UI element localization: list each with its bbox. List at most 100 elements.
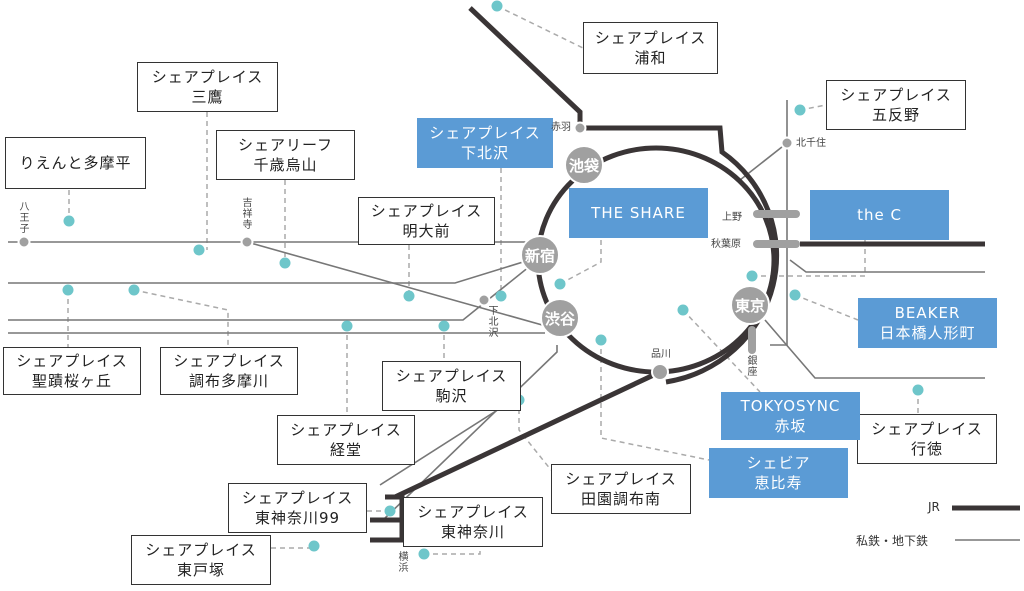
property-label: シェアプレイス — [594, 29, 707, 47]
property-label: 明大前 — [402, 222, 451, 240]
property-dot[interactable] — [912, 384, 924, 396]
property-label: 下北沢 — [460, 144, 509, 162]
station-label: 上野 — [722, 212, 742, 223]
property-dot[interactable] — [491, 0, 503, 12]
property-label: 三鷹 — [191, 88, 224, 106]
property-box[interactable]: シェアプレイス東神奈川99 — [228, 483, 367, 533]
property-label: シェアリーフ — [237, 136, 334, 154]
property-box[interactable]: シェアプレイス駒沢 — [382, 361, 521, 411]
station-marker[interactable] — [477, 293, 491, 307]
station-marker[interactable] — [240, 235, 254, 249]
transfer-bars — [748, 210, 800, 354]
station-label: 北千住 — [796, 138, 826, 149]
property-label: 行徳 — [910, 440, 943, 458]
property-dot[interactable] — [308, 540, 320, 552]
property-box[interactable]: シェアプレイス下北沢 — [417, 118, 553, 168]
property-label: 恵比寿 — [754, 474, 803, 492]
property-box[interactable]: シェアプレイス浦和 — [583, 22, 718, 74]
property-label: シェアプレイス — [145, 541, 257, 559]
leader-lines — [67, 5, 919, 555]
property-box[interactable]: シェアプレイス東神奈川 — [403, 497, 543, 547]
property-label: シェアプレイス — [151, 68, 264, 86]
property-label: 千歳烏山 — [253, 156, 318, 174]
major-station-marker[interactable] — [730, 285, 770, 325]
property-label: 経堂 — [329, 441, 362, 459]
property-label: 赤坂 — [774, 417, 807, 435]
property-box[interactable]: シェアプレイス五反野 — [826, 80, 966, 130]
station-marker[interactable] — [17, 235, 31, 249]
station-marker[interactable] — [651, 363, 669, 381]
property-box[interactable]: シェアプレイス田園調布南 — [551, 464, 691, 514]
property-dot[interactable] — [279, 257, 291, 269]
property-label: シェアプレイス — [241, 489, 354, 507]
station-marker[interactable] — [573, 121, 587, 135]
property-label: シェアプレイス — [16, 352, 128, 370]
property-label: シェアプレイス — [871, 420, 983, 438]
property-dots — [62, 0, 924, 560]
station-label: 下北沢 — [488, 306, 499, 339]
station-label: 横浜 — [398, 552, 409, 574]
property-dot[interactable] — [438, 320, 450, 332]
property-dot[interactable] — [193, 244, 205, 256]
property-box[interactable]: THE SHARE — [569, 188, 708, 238]
property-box[interactable]: シェアプレイス行徳 — [857, 414, 997, 464]
legend-jr: JR — [928, 500, 940, 514]
property-label: the C — [857, 206, 902, 224]
property-label: 東神奈川 — [440, 523, 505, 541]
major-station-label: 東京 — [734, 297, 765, 315]
property-dot[interactable] — [595, 334, 607, 346]
property-box[interactable]: TOKYOSYNC 赤坂 — [721, 392, 860, 440]
station-marker[interactable] — [780, 136, 794, 150]
station-label: 吉祥寺 — [242, 198, 253, 231]
property-dot[interactable] — [384, 505, 396, 517]
property-dot[interactable] — [341, 320, 353, 332]
property-label: 駒沢 — [435, 387, 468, 405]
property-box[interactable]: シェアリーフ千歳烏山 — [216, 130, 355, 180]
property-label: シェアプレイス — [417, 503, 529, 521]
major-station-marker[interactable] — [520, 235, 560, 275]
major-station-label: 新宿 — [524, 247, 555, 265]
legend-private: 私鉄・地下鉄 — [856, 534, 929, 548]
property-label: 日本橋人形町 — [879, 324, 976, 342]
property-box[interactable]: シェアプレイス東戸塚 — [131, 535, 271, 585]
property-label: シェアプレイス — [565, 470, 677, 488]
major-station-marker[interactable] — [540, 298, 580, 338]
property-dot[interactable] — [794, 104, 806, 116]
property-dot[interactable] — [677, 304, 689, 316]
station-label: 八王子 — [19, 202, 30, 235]
property-label: シェアプレイス — [395, 367, 508, 385]
property-box[interactable]: シェアプレイス調布多摩川 — [160, 347, 298, 395]
major-station-marker[interactable] — [564, 145, 604, 185]
property-dot[interactable] — [63, 215, 75, 227]
property-dot[interactable] — [403, 290, 415, 302]
property-box[interactable]: シェアプレイス明大前 — [358, 197, 495, 245]
property-box[interactable]: BEAKER 日本橋人形町 — [858, 298, 997, 348]
property-label: シェアプレイス — [840, 86, 952, 104]
property-label: 五反野 — [871, 106, 920, 124]
station-label: 品川 — [651, 349, 671, 360]
station-label: 秋葉原 — [711, 239, 741, 250]
property-label: BEAKER — [894, 304, 961, 322]
property-label: 田園調布南 — [580, 490, 661, 508]
property-box[interactable]: りえんと多摩平 — [5, 137, 146, 189]
property-box[interactable]: シェアプレイス三鷹 — [137, 62, 278, 112]
property-dot[interactable] — [418, 548, 430, 560]
property-dot[interactable] — [789, 289, 801, 301]
property-label: TOKYOSYNC — [740, 397, 841, 415]
property-dot[interactable] — [495, 290, 507, 302]
property-box[interactable]: シェアプレイス経堂 — [277, 415, 415, 465]
property-dot[interactable] — [128, 284, 140, 296]
property-label: 東戸塚 — [176, 561, 225, 579]
property-box[interactable]: the C — [810, 190, 949, 240]
property-dot[interactable] — [746, 270, 758, 282]
property-label: 聖蹟桜ヶ丘 — [31, 372, 112, 390]
station-label: 銀座 — [747, 356, 758, 378]
property-label: 浦和 — [634, 49, 667, 67]
property-dot[interactable] — [62, 284, 74, 296]
property-box[interactable]: シェアプレイス聖蹟桜ヶ丘 — [3, 347, 141, 395]
property-dot[interactable] — [554, 278, 566, 290]
property-box[interactable]: シェビア恵比寿 — [709, 448, 848, 498]
property-label: 調布多摩川 — [188, 372, 269, 390]
